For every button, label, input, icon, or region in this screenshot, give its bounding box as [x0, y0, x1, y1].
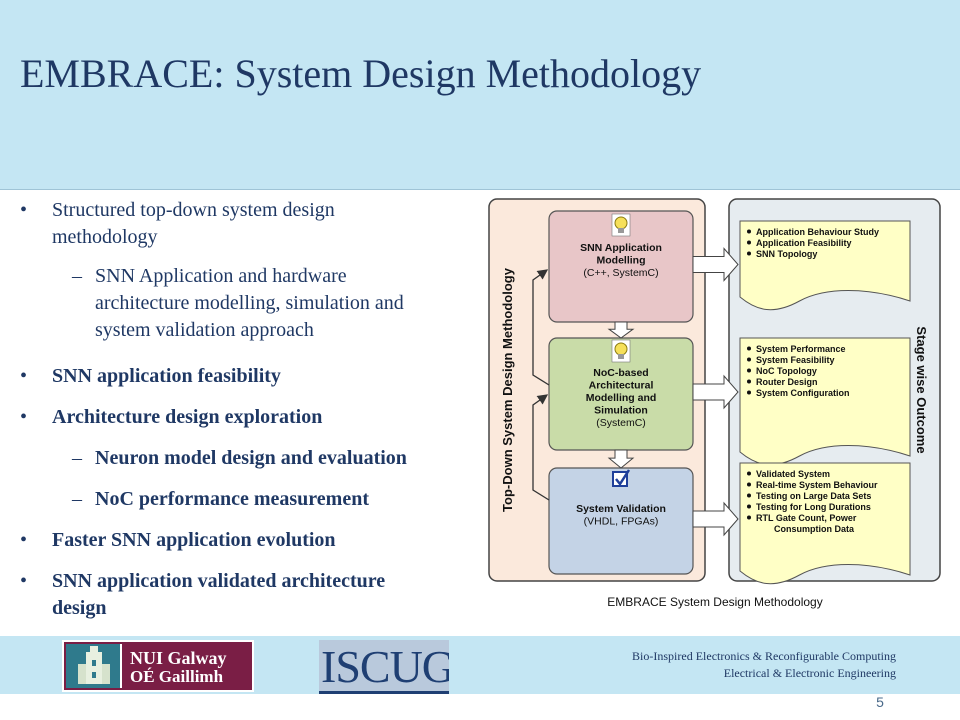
stage-box-text: Modelling — [597, 255, 646, 267]
outcome-bullet — [747, 493, 751, 498]
lightbulb-icon — [611, 339, 631, 363]
outcome-bullet — [747, 368, 751, 373]
bullet-marker: • — [20, 406, 28, 428]
bullet-line: SNN application feasibility — [52, 365, 281, 387]
dash-marker: – — [72, 488, 82, 510]
stage-box-text: NoC-based — [593, 367, 648, 379]
outcome-item: Router Design — [756, 377, 818, 387]
header-banner: EMBRACE: System Design Methodology — [0, 0, 960, 190]
iscug-logo: ISCUG — [319, 640, 449, 694]
logo-line2: OÉ Gaillimh — [130, 667, 224, 686]
stage-box-text: (C++, SystemC) — [583, 267, 658, 279]
stage-box-text: Modelling and — [586, 392, 657, 404]
outcome-bullet — [747, 251, 751, 256]
bullet-line: system validation approach — [95, 319, 314, 341]
bullet-text: Neuron model design and evaluation — [95, 445, 407, 472]
bullet-line: Architecture design exploration — [52, 406, 323, 428]
bullet-marker: • — [20, 365, 28, 387]
outcome-item: System Feasibility — [756, 355, 835, 365]
bullet-line: methodology — [52, 226, 158, 248]
outcome-bullet — [747, 240, 751, 245]
bullet-text: SNN application feasibility — [52, 363, 281, 390]
outcome-item: Real-time System Behaviour — [756, 480, 878, 490]
outcome-document — [739, 337, 911, 466]
right-panel-label: Stage wise Outcome — [914, 326, 929, 453]
outcome-bullet — [747, 515, 751, 520]
footer-affiliation: Bio-Inspired Electronics & Reconfigurabl… — [632, 648, 896, 682]
bullet-text: SNN application validated architecture de… — [52, 568, 385, 622]
outcome-arrow — [692, 374, 739, 410]
outcome-bullet — [747, 504, 751, 509]
outcome-item: NoC Topology — [756, 366, 817, 376]
page-number: 5 — [876, 694, 884, 710]
outcome-item: Testing for Long Durations — [756, 502, 871, 512]
bullet-marker: • — [20, 529, 28, 551]
outcome-item: Consumption Data — [774, 524, 855, 534]
outcome-item: RTL Gate Count, Power — [756, 513, 857, 523]
outcome-item: SNN Topology — [756, 249, 817, 259]
footer-line2: Electrical & Electronic Engineering — [723, 666, 896, 680]
bullet-text: Architecture design exploration — [52, 404, 322, 431]
outcome-arrow — [692, 247, 739, 282]
bullet-line: design — [52, 597, 107, 619]
university-seal-icon — [66, 644, 122, 688]
outcome-bullet — [747, 346, 751, 351]
down-arrow — [607, 321, 635, 339]
bullet-line: NoC performance measurement — [95, 488, 369, 510]
down-arrow — [607, 449, 635, 469]
bullet-text: Faster SNN application evolution — [52, 527, 336, 554]
stage-box-text: (VHDL, FPGAs) — [584, 516, 659, 528]
bullet-line: SNN Application and hardware — [95, 265, 347, 287]
bullet-line: architecture modelling, simulation and — [95, 292, 404, 314]
stage-box-text: Architectural — [589, 380, 654, 392]
outcome-item: Validated System — [756, 469, 830, 479]
checkbox-icon — [612, 469, 631, 487]
outcome-item: System Configuration — [756, 388, 850, 398]
bullet-marker: • — [20, 199, 28, 221]
outcome-item: Testing on Large Data Sets — [756, 491, 871, 501]
outcome-item: Application Feasibility — [756, 238, 852, 248]
stage-box-text: (SystemC) — [596, 417, 646, 429]
outcome-bullet — [747, 357, 751, 362]
bullet-line: Faster SNN application evolution — [52, 529, 336, 551]
bullet-line: SNN application validated architecture — [52, 570, 386, 592]
outcome-arrow — [692, 501, 739, 537]
slide-title: EMBRACE: System Design Methodology — [20, 51, 702, 96]
lightbulb-icon — [611, 213, 631, 237]
outcome-bullet — [747, 471, 751, 476]
bullet-line: Neuron model design and evaluation — [95, 447, 407, 469]
diagram-caption: EMBRACE System Design Methodology — [607, 595, 822, 609]
stage-box-text: SNN Application — [580, 242, 662, 254]
dash-marker: – — [72, 265, 82, 287]
bullet-text: NoC performance measurement — [95, 486, 369, 513]
outcome-bullet — [747, 379, 751, 384]
nui-galway-logo: NUI Galway OÉ Gaillimh — [62, 640, 254, 692]
bullet-text: SNN Application and hardware architecture… — [95, 263, 404, 344]
left-panel-label: Top-Down System Design Methodology — [500, 267, 515, 512]
outcome-document — [739, 220, 911, 311]
outcome-item: System Performance — [756, 344, 846, 354]
footer-line1: Bio-Inspired Electronics & Reconfigurabl… — [632, 649, 896, 663]
stage-group: System Validation(VHDL, FPGAs) Validated … — [548, 462, 911, 585]
bullet-marker: • — [20, 570, 28, 592]
feedback-arrow — [532, 394, 550, 501]
methodology-diagram: Top-Down System Design Methodology Stage… — [488, 198, 941, 609]
logo-line1: NUI Galway — [130, 648, 227, 668]
iscug-logo-text: ISCUG — [321, 641, 449, 692]
outcome-bullet — [747, 390, 751, 395]
outcome-item: Application Behaviour Study — [756, 227, 879, 237]
stage-box-text: System Validation — [576, 503, 666, 515]
outcome-document — [739, 462, 911, 585]
footer-bar: NUI Galway OÉ Gaillimh ISCUG Bio-Inspire… — [0, 636, 960, 694]
outcome-bullet — [747, 482, 751, 487]
bullet-text: Structured top-down system design methodo… — [52, 197, 335, 251]
feedback-arrow — [532, 269, 550, 386]
bullet-line: Structured top-down system design — [52, 199, 335, 221]
stage-box-text: Simulation — [594, 405, 648, 417]
dash-marker: – — [72, 447, 82, 469]
outcome-bullet — [747, 229, 751, 234]
